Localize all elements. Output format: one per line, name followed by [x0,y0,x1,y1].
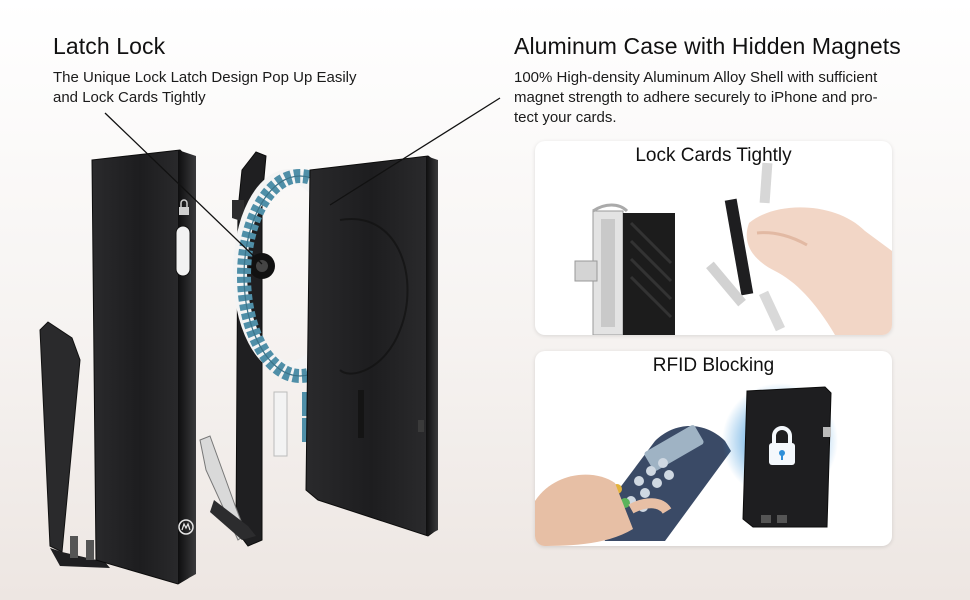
magnet-callout-line [329,97,501,206]
rfid-illustration [535,383,838,546]
lock-icon [179,199,189,215]
hand-holding-card [746,207,892,335]
card-reader [595,425,731,541]
latch-lock-title: Latch Lock [53,33,166,59]
aluminum-case-description: 100% High-density Aluminum Alloy Shell w… [514,68,924,128]
latch-desc-line-2: and Lock Cards Tightly [53,89,206,106]
case-desc-line-2: magnet strength to adhere securely to iP… [514,89,878,106]
latch-closeup [574,203,675,335]
aluminum-case-title: Aluminum Case with Hidden Magnets [514,33,901,59]
latch-callout-line [104,112,263,265]
lock-cards-illustration [574,162,892,335]
lock-cards-panel: Lock Cards Tightly [535,141,892,335]
rfid-blocking-title: RFID Blocking [652,355,775,376]
case-desc-line-3: tect your cards. [514,109,617,126]
slot-hole [175,225,191,277]
lock-cards-title: Lock Cards Tightly [635,145,792,166]
padlock-icon [769,426,795,465]
latch-desc-line-1: The Unique Lock Latch Design Pop Up Easi… [53,69,357,86]
white-pad [273,391,288,457]
hand-holding-reader [535,474,672,546]
case-back-plate [91,149,196,585]
case-desc-line-1: 100% High-density Aluminum Alloy Shell w… [514,69,878,86]
latch-lock-description: The Unique Lock Latch Design Pop Up Easi… [53,68,403,108]
rfid-blocking-panel: RFID Blocking [535,351,892,546]
aluminum-case [305,155,438,537]
logo-icon [178,519,194,535]
stand-plate [39,321,110,568]
floating-cards [706,162,785,332]
product-exploded-view [39,97,501,585]
